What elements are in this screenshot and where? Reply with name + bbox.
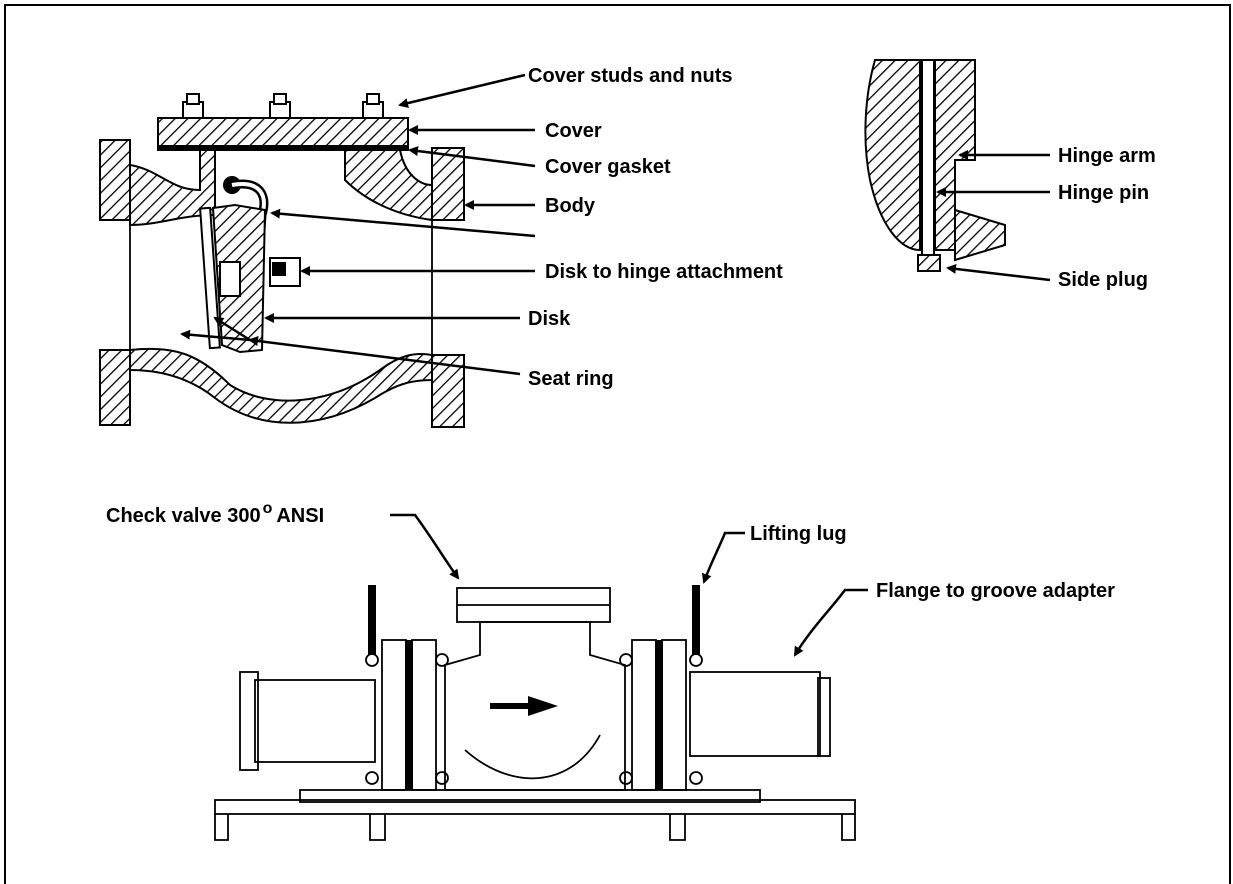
leader-cover-gasket [408,146,536,168]
valve-body-elevation [444,621,626,791]
base-frame [214,799,856,815]
lifting-lug-left [368,585,376,655]
leader-side-plug [946,263,1051,282]
flange-2 [411,639,437,791]
label-cover: Cover [545,120,602,142]
leader-flange-adapter [793,588,868,657]
label-flange-adapter: Flange to groove adapter [876,580,1115,602]
label-disk: Disk [528,308,571,330]
label-cover-gasket: Cover gasket [545,156,671,178]
valve-assembly [214,585,856,841]
hinge-pin-section [921,59,935,261]
right-groove-end [817,677,831,757]
leader-check-valve [390,513,460,580]
body-lower [129,347,433,424]
leader-hinge [270,208,536,238]
label-hinge-pin: Hinge pin [1058,182,1149,204]
outer-border [4,4,1231,884]
left-flange-top [99,139,131,221]
leader-lifting-lug [701,531,745,584]
label-side-plug: Side plug [1058,269,1148,291]
leader-cover-studs [398,73,526,108]
label-body: Body [545,195,596,217]
body-upper-right [344,149,433,222]
left-flange-bottom [99,349,131,426]
seat-face [199,206,221,350]
right-flange-top [431,147,465,221]
hinge-body-section [864,59,921,252]
flange-4 [661,639,687,791]
left-groove-end [239,671,259,771]
cover-gasket-strip [158,145,408,151]
label-lifting-lug: Lifting lug [750,523,847,545]
side-plug-section [917,254,941,272]
lifting-lug-right [692,585,700,655]
label-cover-studs: Cover studs and nuts [528,65,732,87]
label-seat-ring: Seat ring [528,368,614,390]
left-adapter [254,679,376,763]
hinge-detail [864,59,1006,272]
flange-1 [381,639,407,791]
label-hinge-arm: Hinge arm [1058,145,1156,167]
right-adapter [689,671,821,757]
label-disk-hinge: Disk to hinge attachment [545,261,783,283]
valve-cross-section [99,93,465,428]
flange-3 [631,639,657,791]
leader-seat-ring [248,336,521,376]
